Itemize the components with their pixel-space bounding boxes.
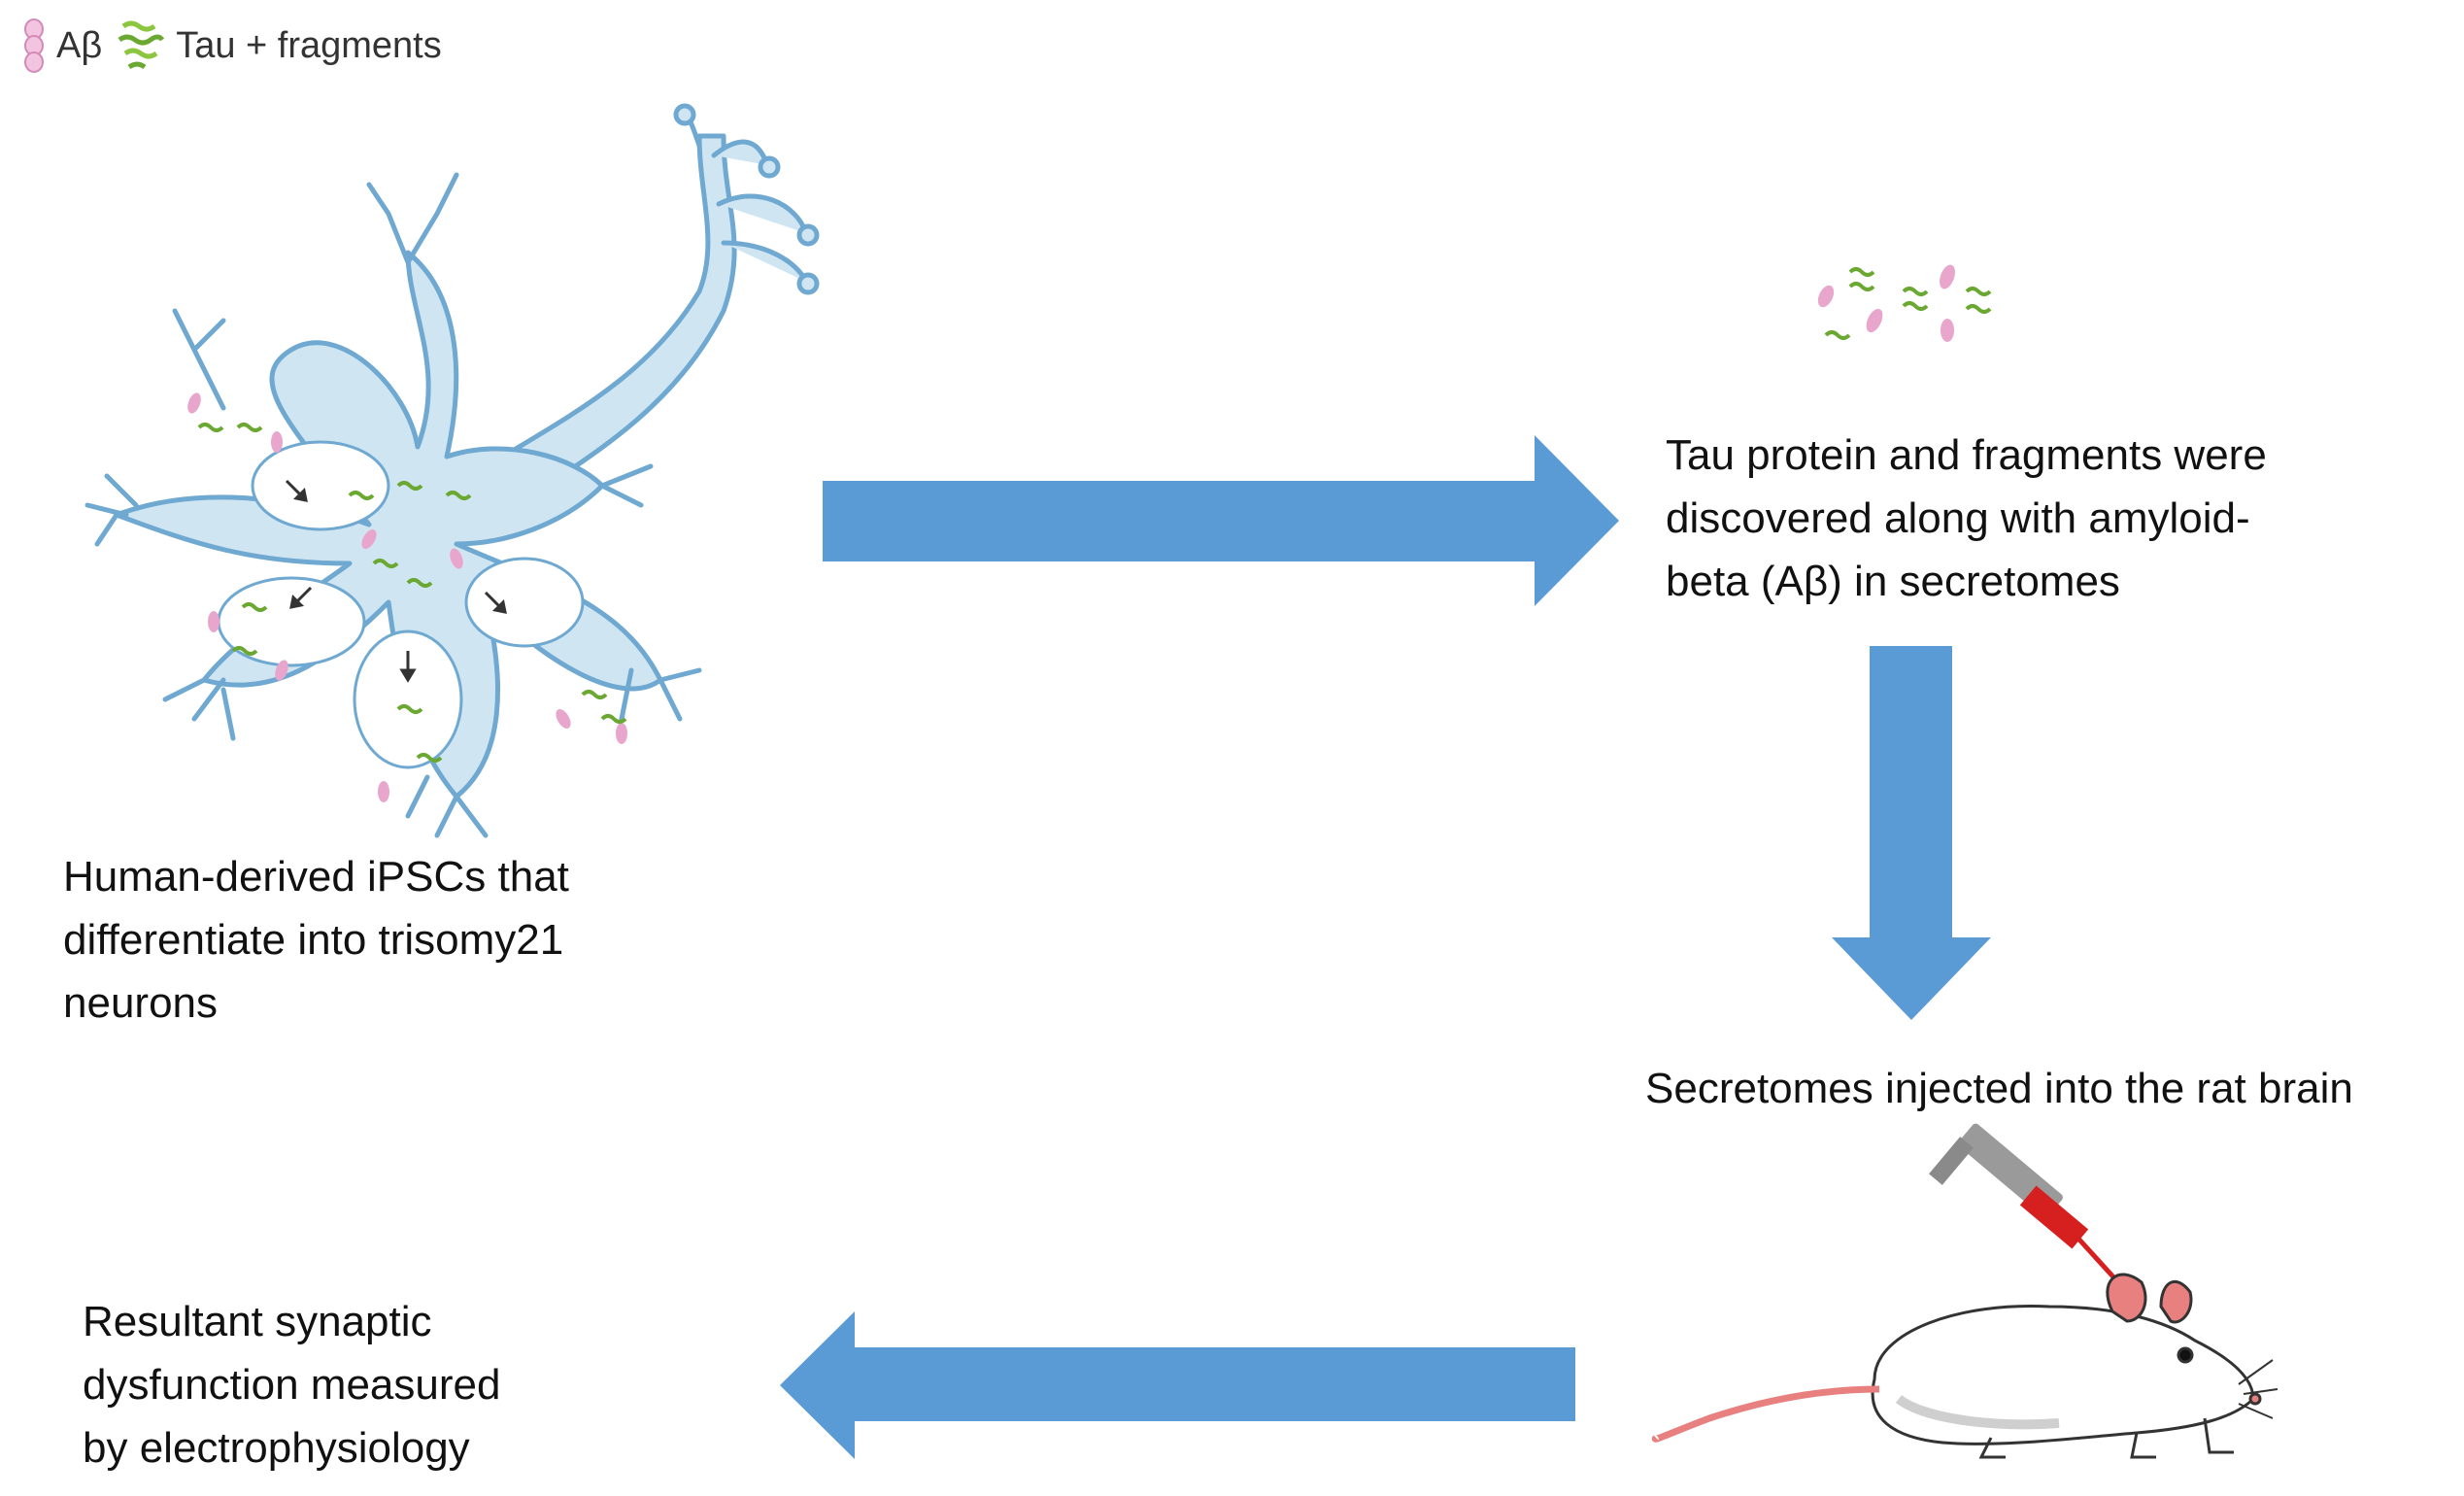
arrow-down xyxy=(1832,646,1991,1020)
syringe-icon xyxy=(1929,1123,2129,1294)
legend-item-tau: Tau + fragments xyxy=(116,17,442,75)
step-3-caption: Secretomes injected into the rat brain xyxy=(1645,1065,2353,1112)
legend-tau-label: Tau + fragments xyxy=(176,24,442,66)
legend-item-abeta: Aβ xyxy=(21,17,102,75)
arrow-left xyxy=(780,1311,1575,1459)
step-1-caption: Human-derived iPSCs that differentiate i… xyxy=(63,853,569,1027)
step-2-caption: Tau protein and fragments were discovere… xyxy=(1666,431,2267,605)
arrow-right xyxy=(823,435,1619,606)
rat-icon xyxy=(1651,1273,2278,1459)
abeta-legend-icon xyxy=(24,18,44,73)
legend-abeta-label: Aβ xyxy=(56,24,103,66)
step-4-caption: Resultant synaptic dysfunction measured … xyxy=(83,1298,501,1472)
tau-legend-icon xyxy=(118,20,165,70)
legend: Aβ Tau + fragments xyxy=(21,12,442,80)
